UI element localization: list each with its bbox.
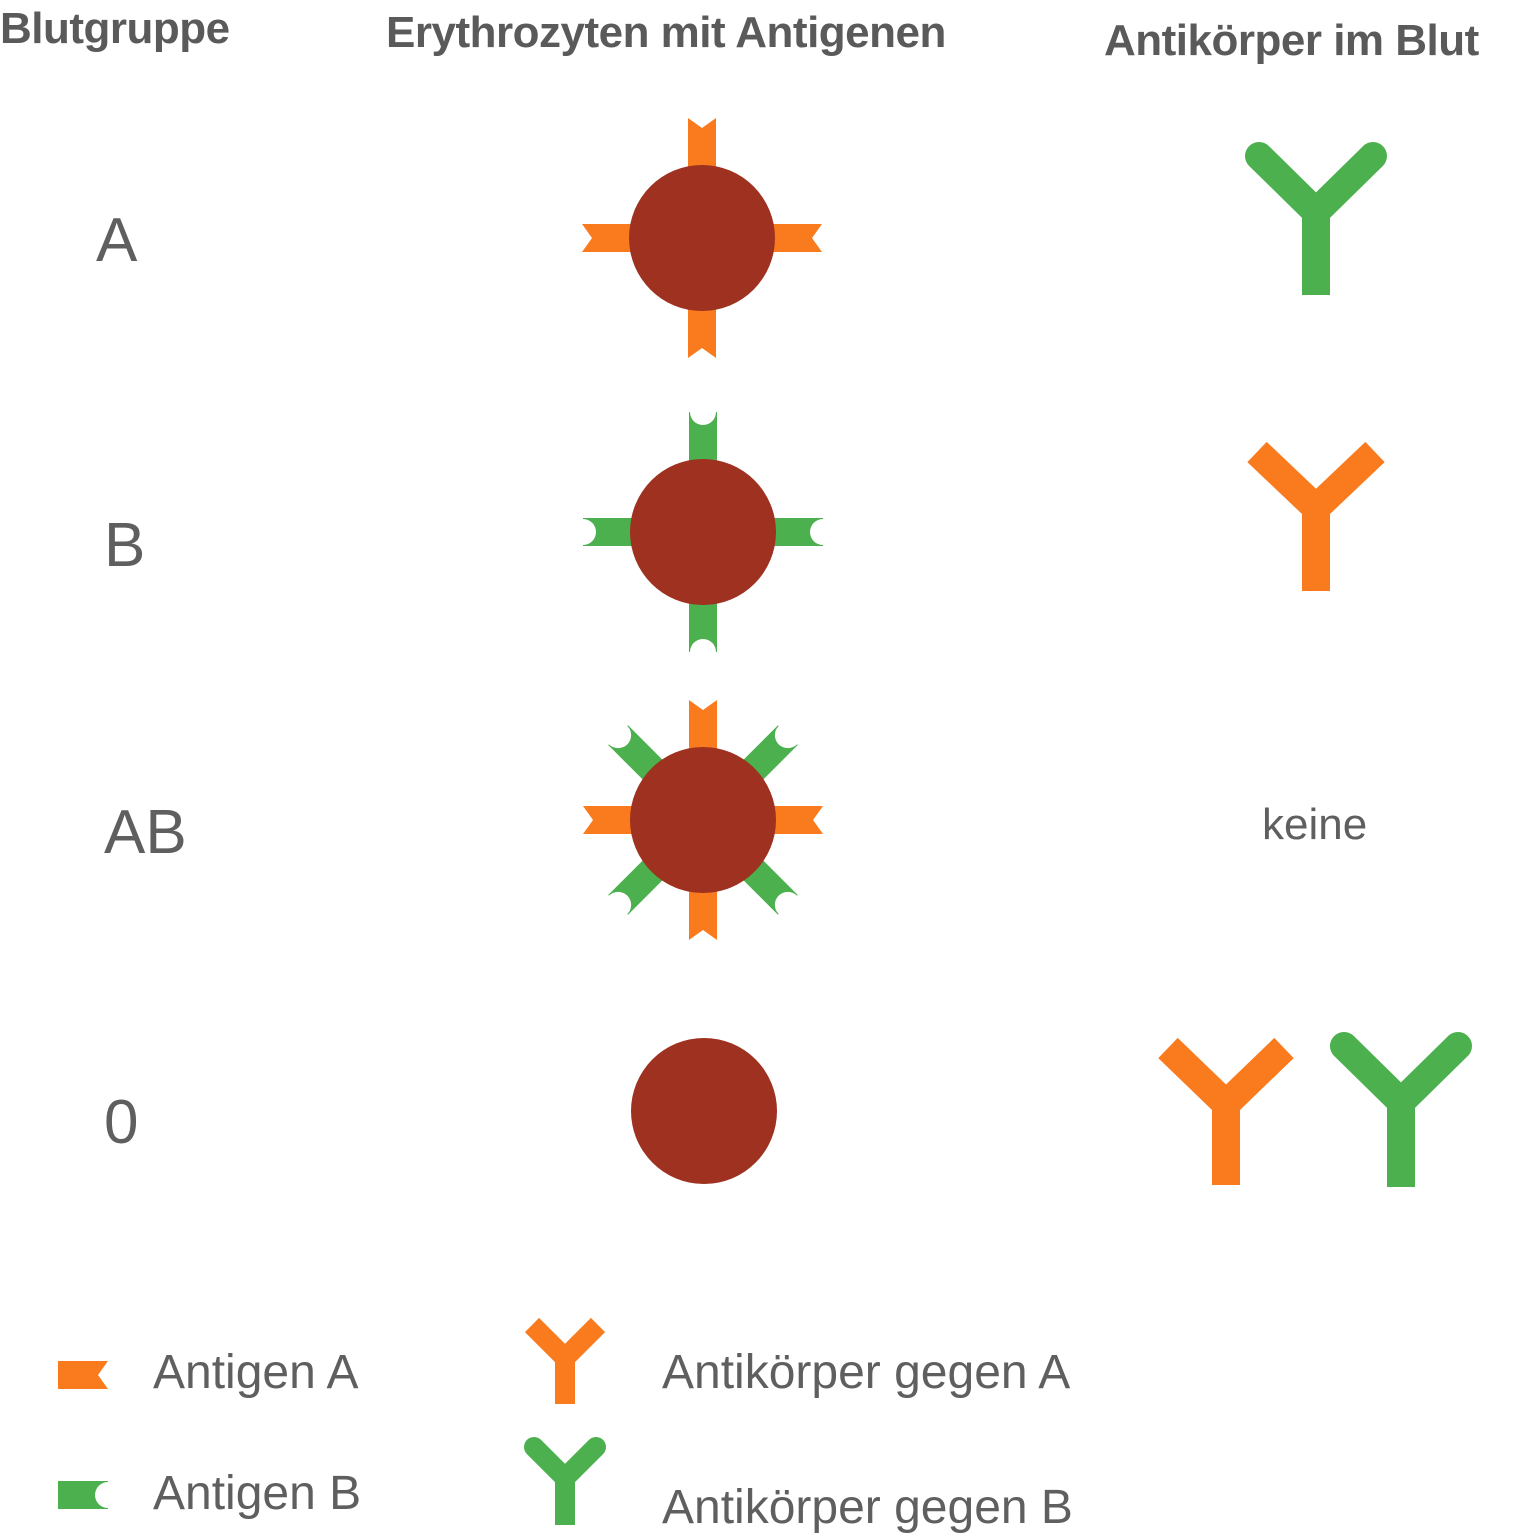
erythrocyte-group-0 <box>631 1038 777 1184</box>
antigen-a-marker <box>772 224 822 252</box>
antigen-a-marker <box>583 806 633 834</box>
legend-antigen-a-label: Antigen A <box>153 1346 359 1399</box>
group-label-a: A <box>96 206 138 275</box>
antigen-a-marker <box>689 700 717 750</box>
legend-antigen-a-icon <box>58 1361 108 1389</box>
erythrocyte-group-b <box>583 412 823 652</box>
antigen-a-marker <box>773 806 823 834</box>
group-label-b: B <box>104 511 146 580</box>
red-blood-cell <box>630 747 776 893</box>
antibody-anti-a-icon <box>1247 441 1385 591</box>
antigen-a-marker <box>688 308 716 358</box>
antigen-b-marker <box>773 518 823 546</box>
antigen-b-marker <box>689 412 717 462</box>
antibody-anti-b-icon <box>1330 1032 1472 1187</box>
antigen-b-marker <box>583 518 633 546</box>
antibody-anti-a-icon <box>1158 1037 1294 1185</box>
red-blood-cell <box>630 459 776 605</box>
legend-antibody-a-icon <box>524 1317 606 1404</box>
antigen-a-marker <box>582 224 632 252</box>
legend-antigen-b-icon <box>58 1481 108 1509</box>
red-blood-cell <box>629 165 775 311</box>
group-label-0: 0 <box>104 1088 139 1157</box>
legend-antibody-a-label: Antikörper gegen A <box>662 1346 1071 1399</box>
group-label-ab: AB <box>104 798 187 867</box>
erythrocyte-group-a <box>582 118 822 358</box>
erythrocyte-group-ab <box>583 700 823 940</box>
header-antikoerper: Antikörper im Blut <box>1104 16 1479 65</box>
legend-antibody-b-label: Antikörper gegen B <box>662 1481 1073 1534</box>
red-blood-cell <box>631 1038 777 1184</box>
antigen-a-marker <box>689 890 717 940</box>
antibody-none-text: keine <box>1262 800 1368 849</box>
antibody-anti-b-icon <box>1245 142 1387 295</box>
antigen-a-marker <box>688 118 716 168</box>
legend-antibody-b-icon <box>524 1437 606 1525</box>
header-blutgruppe: Blutgruppe <box>0 4 230 53</box>
header-erythrozyten: Erythrozyten mit Antigenen <box>386 8 946 57</box>
legend-antigen-b-label: Antigen B <box>153 1467 362 1520</box>
antigen-b-marker <box>689 602 717 652</box>
